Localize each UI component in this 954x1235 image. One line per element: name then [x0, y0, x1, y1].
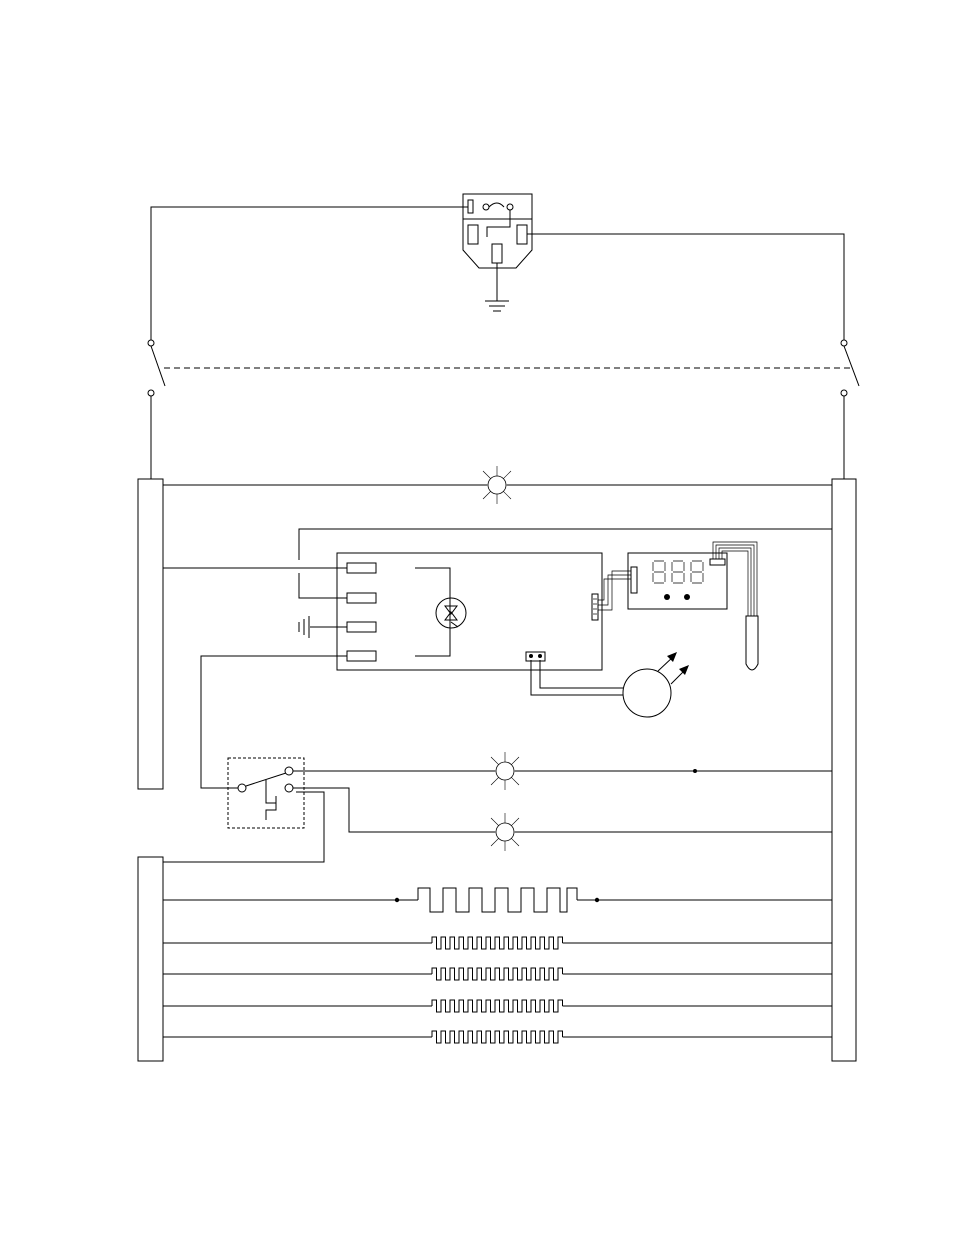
main-switch[interactable]: [148, 340, 859, 479]
digit-1: [653, 561, 665, 583]
heater-element-main: [163, 888, 832, 912]
digit-3: [691, 561, 703, 583]
left-terminal-block-upper: [138, 479, 163, 789]
relay-wiring: [163, 769, 832, 862]
heater-element-1: [163, 937, 832, 949]
power-inlet: [463, 194, 532, 268]
relay-switch[interactable]: [228, 758, 304, 828]
heater-element-3: [163, 1000, 832, 1012]
motor-wiring: [531, 660, 624, 695]
indicator-lamp-lower: [486, 813, 524, 851]
indicator-lamp-middle: [486, 752, 524, 790]
display-button-1: [664, 594, 670, 600]
left-terminal-block-lower: [138, 857, 163, 1061]
display-board: [628, 553, 727, 609]
control-board: [337, 553, 602, 670]
display-ribbon: [598, 571, 632, 610]
indicator-lamp-top: [478, 466, 516, 504]
digit-2: [672, 561, 684, 583]
right-terminal-block: [832, 479, 856, 1061]
heater-element-4: [163, 1031, 832, 1043]
display-button-2: [684, 594, 690, 600]
control-board-wiring: [163, 529, 832, 788]
heater-element-2: [163, 968, 832, 980]
motor: [623, 652, 689, 717]
ground-symbol: [485, 263, 509, 311]
